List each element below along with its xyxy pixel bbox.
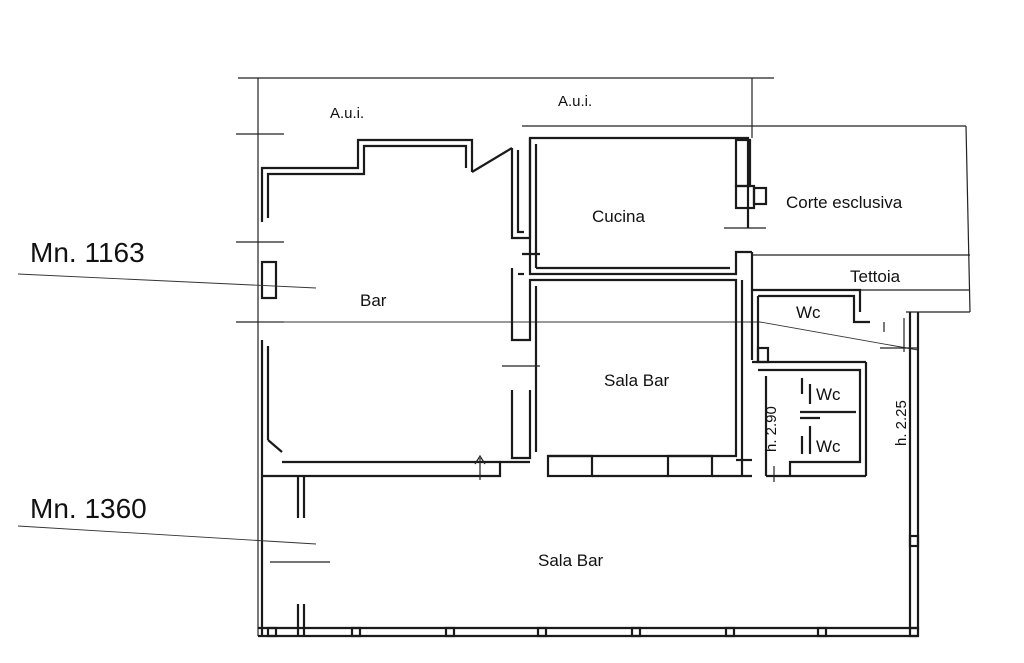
height-left-label: h. 2.90 [763,406,780,452]
wc-low-label: Wc [816,437,841,456]
bar-walls [260,136,750,478]
height-right-label: h. 2.25 [893,400,910,446]
parcel-lower-label: Mn. 1360 [30,493,147,524]
parcel-leaders [17,273,317,545]
aui-right-label: A.u.i. [558,93,592,110]
corte-esclusiva-label: Corte esclusiva [786,193,903,212]
property-lines [236,77,971,636]
cucina-walls [528,138,768,276]
wc-mid-label: Wc [816,385,841,404]
sala-bar-lower-walls [258,476,920,638]
parcel-upper-label: Mn. 1163 [30,237,145,268]
sala-bar-upper-walls [474,268,752,480]
tettoia-label: Tettoia [850,267,901,286]
wc-block-walls [750,252,870,482]
aui-left-label: A.u.i. [330,105,364,122]
sala-bar-lower-label: Sala Bar [538,551,604,570]
cucina-label: Cucina [592,207,645,226]
sala-bar-upper-label: Sala Bar [604,371,670,390]
bar-label: Bar [360,291,387,310]
wc-top-label: Wc [796,303,821,322]
right-walls [880,312,920,630]
